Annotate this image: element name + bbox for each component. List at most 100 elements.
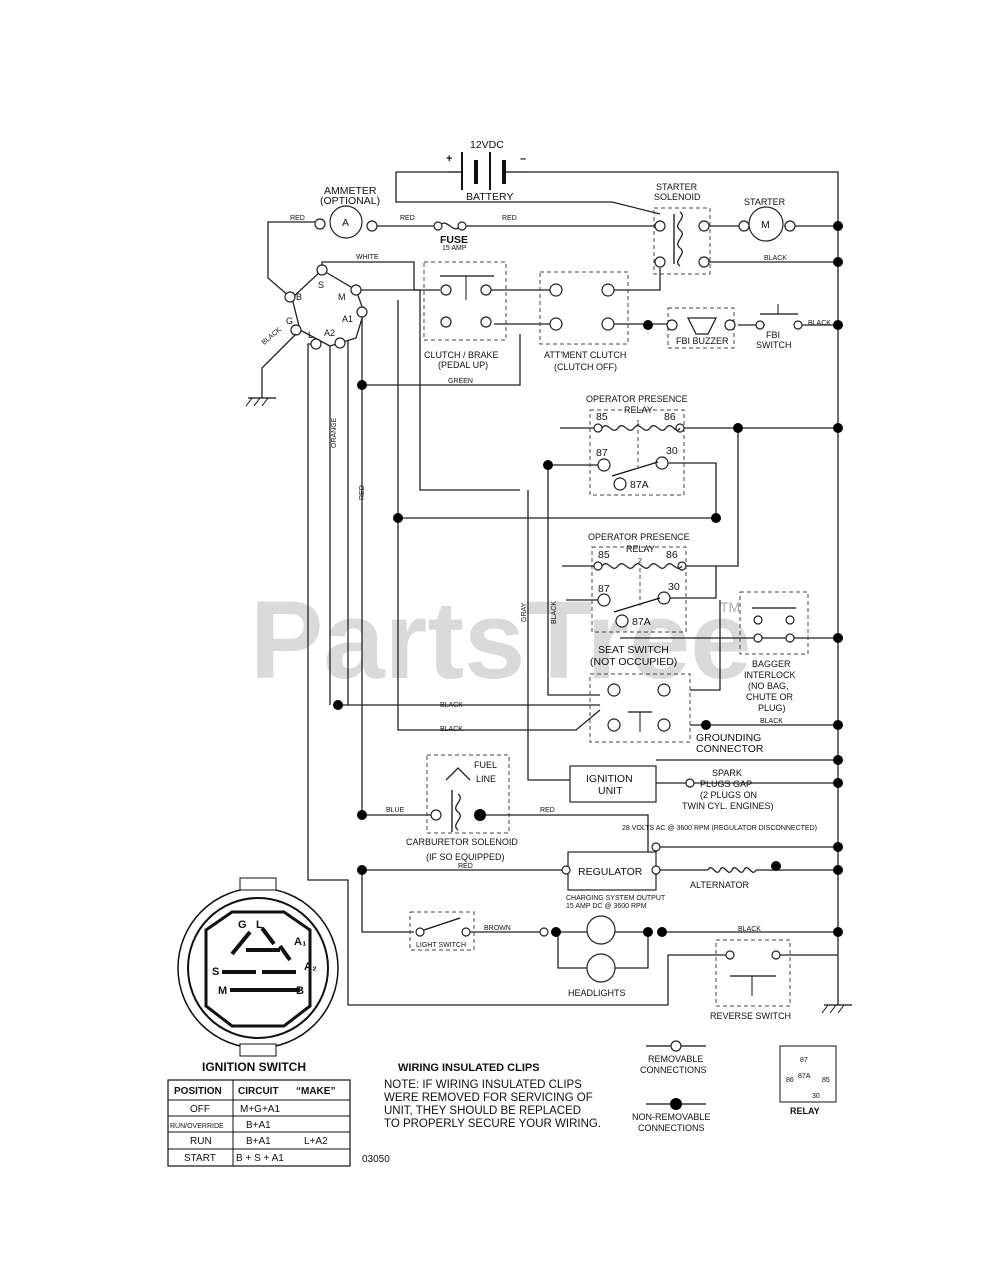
bagger-label-3: (NO BAG, <box>748 681 789 691</box>
seat-switch-box <box>589 673 691 743</box>
op-relay-2-pin-85: 85 <box>598 549 610 561</box>
ignition-terminal-block <box>245 264 368 407</box>
headlight-2 <box>586 953 616 983</box>
fuel-line-label-1: FUEL <box>474 760 497 770</box>
battery-symbol <box>448 152 528 190</box>
legend: REMOVABLE CONNECTIONS NON-REMOVABLE CONN… <box>632 1040 837 1133</box>
legend-nonremovable-2: CONNECTIONS <box>638 1123 705 1133</box>
grounding-label-2: CONNECTOR <box>696 743 764 755</box>
op-relay-2-pin-30: 30 <box>668 581 680 593</box>
wire-orange: ORANGE <box>331 417 338 448</box>
op-relay-2-pin-87a: 87A <box>632 616 651 628</box>
seat-switch-label-1: SEAT SWITCH <box>598 644 669 656</box>
wire-black-fbi: BLACK <box>808 320 831 327</box>
op-relay-1-pin-85: 85 <box>596 411 608 423</box>
bagger-label-4: CHUTE OR <box>746 692 794 702</box>
fbi-buzzer-symbol <box>686 317 718 335</box>
ignition-unit-box <box>569 765 657 803</box>
starter-solenoid-symbol <box>653 207 711 275</box>
battery-plus: + <box>446 153 452 165</box>
op-relay-1-number: 1 <box>636 420 640 427</box>
junctions <box>333 221 843 937</box>
component-boxes <box>409 261 809 1007</box>
alternator-coil <box>707 867 757 873</box>
table-row-0-circuit: M+G+A1 <box>240 1104 280 1115</box>
op-relay-1-box <box>589 409 685 496</box>
spark-label-4: TWIN CYL. ENGINES) <box>682 801 774 811</box>
battery-label: BATTERY <box>466 191 513 203</box>
spark-label-2: PLUGS GAP <box>700 779 752 789</box>
terminal-g: G <box>286 316 293 326</box>
wire-black-vert: BLACK <box>551 601 558 624</box>
ign-label-m: M <box>218 985 227 997</box>
reverse-switch-contacts <box>725 950 781 996</box>
carb-label-2: (IF SO EQUIPPED) <box>426 852 505 862</box>
diagram-id: 03050 <box>362 1154 390 1165</box>
light-switch-box <box>409 911 475 951</box>
fbi-buzzer-label: FBI BUZZER <box>676 336 729 346</box>
ign-label-l: L <box>256 919 263 931</box>
wire-black-gnd2: BLACK <box>440 726 463 733</box>
watermark-tm: TM <box>720 599 740 615</box>
table-header-position: POSITION <box>174 1086 222 1097</box>
bagger-box <box>739 591 809 655</box>
fuse-symbol <box>439 222 461 230</box>
table-row-1-position: RUN/OVERRIDE <box>170 1123 224 1130</box>
regulator-note: 28 VOLTS AC @ 3600 RPM (REGULATOR DISCON… <box>622 825 817 832</box>
battery-minus: – <box>520 153 526 165</box>
alternator-label: ALTERNATOR <box>690 880 750 890</box>
headlights-label: HEADLIGHTS <box>568 988 626 998</box>
wire-red-3: RED <box>502 215 517 222</box>
ign-label-b: B <box>296 985 304 997</box>
clips-line-1: NOTE: IF WIRING INSULATED CLIPS <box>384 1079 582 1091</box>
legend-nonremovable-1: NON-REMOVABLE <box>632 1112 710 1122</box>
table-row-2-position: RUN <box>190 1136 212 1147</box>
ammeter-optional: (OPTIONAL) <box>320 195 380 207</box>
relay-pin-86: 86 <box>786 1077 794 1084</box>
wire-white: WHITE <box>356 254 379 261</box>
ammeter-symbol: A <box>342 217 349 229</box>
table-header-make: “MAKE” <box>296 1086 335 1097</box>
labels: 12VDC + – BATTERY AMMETER (OPTIONAL) A R… <box>261 139 832 1021</box>
legend-removable-2: CONNECTIONS <box>640 1065 707 1075</box>
wire-red-carb: RED <box>540 807 555 814</box>
ignition-switch-face: G L A₁ S A₂ M B <box>177 877 339 1057</box>
terminal-b: B <box>296 292 302 302</box>
wire-black-seat: BLACK <box>440 702 463 709</box>
light-switch-label: LIGHT SWITCH <box>416 942 466 949</box>
clips-title: WIRING INSULATED CLIPS <box>398 1062 540 1074</box>
grounding-label-1: GROUNDING <box>696 732 761 744</box>
wire-red-vert: RED <box>359 485 366 500</box>
op-relay-2-pin-86: 86 <box>666 549 678 561</box>
op-relay-1-internals <box>593 423 685 491</box>
terminal-l: L <box>308 330 313 340</box>
op-relay-2-number: 2 <box>638 558 642 565</box>
op-relay-2-box <box>591 546 687 633</box>
starter-solenoid-label-2: SOLENOID <box>654 192 701 202</box>
battery-voltage: 12VDC <box>470 139 504 151</box>
op-relay-1-pin-86: 86 <box>664 411 676 423</box>
clips-line-3: UNIT, THEY SHOULD BE REPLACED <box>384 1105 581 1117</box>
wire-brown: BROWN <box>484 925 511 932</box>
carb-label-1: CARBURETOR SOLENOID <box>406 837 518 847</box>
clutch-brake-box <box>423 261 507 341</box>
fuse-label: FUSE <box>440 234 468 246</box>
wire-green: GREEN <box>448 378 473 385</box>
table-row-3-circuit: B + S + A1 <box>236 1153 284 1164</box>
ground-symbol <box>821 1004 852 1014</box>
ignition-unit-label-1: IGNITION <box>586 773 633 785</box>
relay-pin-87: 87 <box>800 1057 808 1064</box>
ammeter-gauge <box>329 205 363 239</box>
fbi-switch-label-1: FBI <box>766 330 780 340</box>
reverse-switch-label: REVERSE SWITCH <box>710 1011 791 1021</box>
op-relay-2-label-2: RELAY <box>626 544 655 554</box>
table-row-3-position: START <box>184 1153 216 1164</box>
fuel-line-label-2: LINE <box>476 774 496 784</box>
starter-symbol: M <box>761 219 770 231</box>
ign-label-a2: A₂ <box>304 961 317 973</box>
wire-black-rev: BLACK <box>738 926 761 933</box>
terminal-s: S <box>318 280 324 290</box>
ign-label-g: G <box>238 919 247 931</box>
table-row-2-extra: L+A2 <box>304 1136 328 1147</box>
fuse-rating: 15 AMP <box>442 245 467 252</box>
